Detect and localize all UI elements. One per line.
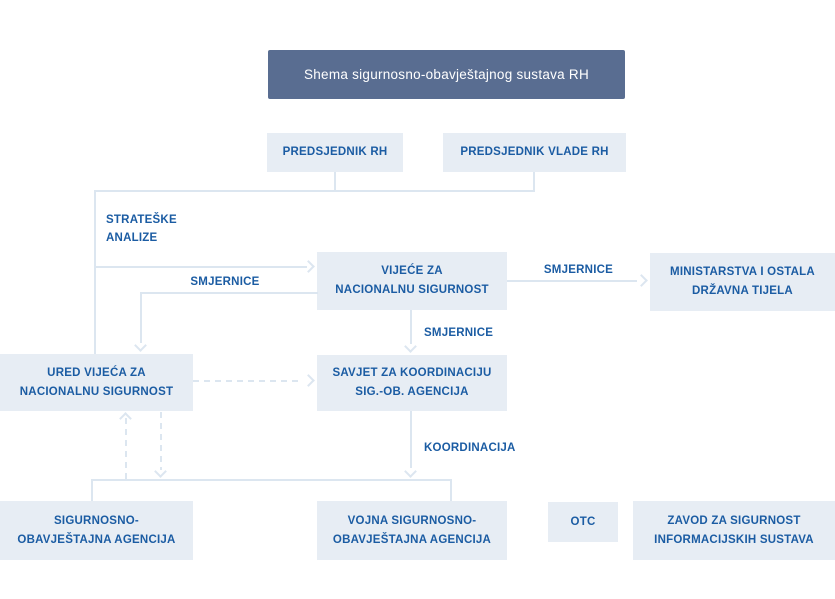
node-predsjednik-vlade-rh: PREDSJEDNIK VLADE RH: [443, 133, 626, 172]
edge-label-strateske-analize: STRATEŠKE ANALIZE: [106, 214, 177, 244]
connector-vijece-to-savjet: [410, 310, 412, 344]
arrowhead-down-icon: [404, 340, 417, 353]
arrowhead-right-icon: [302, 260, 315, 273]
arrowhead-down-icon: [134, 339, 147, 352]
connector-down-to-vsoa: [450, 479, 452, 501]
connector-koordinacija-horizontal: [91, 479, 452, 481]
connector-vijece-to-ured-v: [140, 292, 142, 343]
diagram-title: Shema sigurnosno-obavještajnog sustava R…: [268, 50, 625, 99]
node-vsoa: VOJNA SIGURNOSNO- OBAVJEŠTAJNA AGENCIJA: [317, 501, 507, 560]
edge-label-smjernice-right: SMJERNICE: [543, 264, 614, 276]
connector-savjet-koordinacija: [410, 411, 412, 468]
node-savjet-za-koordinaciju: SAVJET ZA KOORDINACIJU SIG.-OB. AGENCIJA: [317, 355, 507, 411]
edge-label-smjernice-mid: SMJERNICE: [424, 327, 494, 339]
node-zavod: ZAVOD ZA SIGURNOST INFORMACIJSKIH SUSTAV…: [633, 501, 835, 560]
arrowhead-down-icon: [404, 465, 417, 478]
arrowhead-up-icon: [119, 412, 132, 425]
node-vijece-za-nacionalnu-sigurnost: VIJEĆE ZA NACIONALNU SIGURNOST: [317, 252, 507, 310]
arrowhead-right-icon: [302, 374, 315, 387]
node-predsjednik-rh: PREDSJEDNIK RH: [267, 133, 403, 172]
connector-left-vertical: [94, 190, 96, 354]
connector-dashed-ured-to-savjet: [193, 380, 303, 382]
connector-smjernice-to-vijece: [94, 266, 307, 268]
connector-smjernice-to-ministarstva: [507, 280, 637, 282]
node-otc: OTC: [548, 502, 618, 542]
arrowhead-down-icon: [154, 465, 167, 478]
node-ured-vijeca: URED VIJEĆA ZA NACIONALNU SIGURNOST: [0, 354, 193, 411]
connector-top-horizontal: [94, 190, 535, 192]
connector-predsjednik-vlade-down: [533, 172, 535, 192]
edge-label-koordinacija: KOORDINACIJA: [424, 442, 516, 454]
connector-predsjednik-rh-down: [334, 172, 336, 192]
node-ministarstva: MINISTARSTVA I OSTALA DRŽAVNA TIJELA: [650, 253, 835, 311]
connector-dashed-up-to-ured: [125, 418, 127, 481]
edge-label-smjernice-left: SMJERNICE: [190, 276, 260, 288]
connector-down-to-soa: [91, 479, 93, 501]
connector-dashed-down-from-ured: [160, 412, 162, 470]
connector-vijece-to-ured-h: [140, 292, 318, 294]
node-soa: SIGURNOSNO- OBAVJEŠTAJNA AGENCIJA: [0, 501, 193, 560]
